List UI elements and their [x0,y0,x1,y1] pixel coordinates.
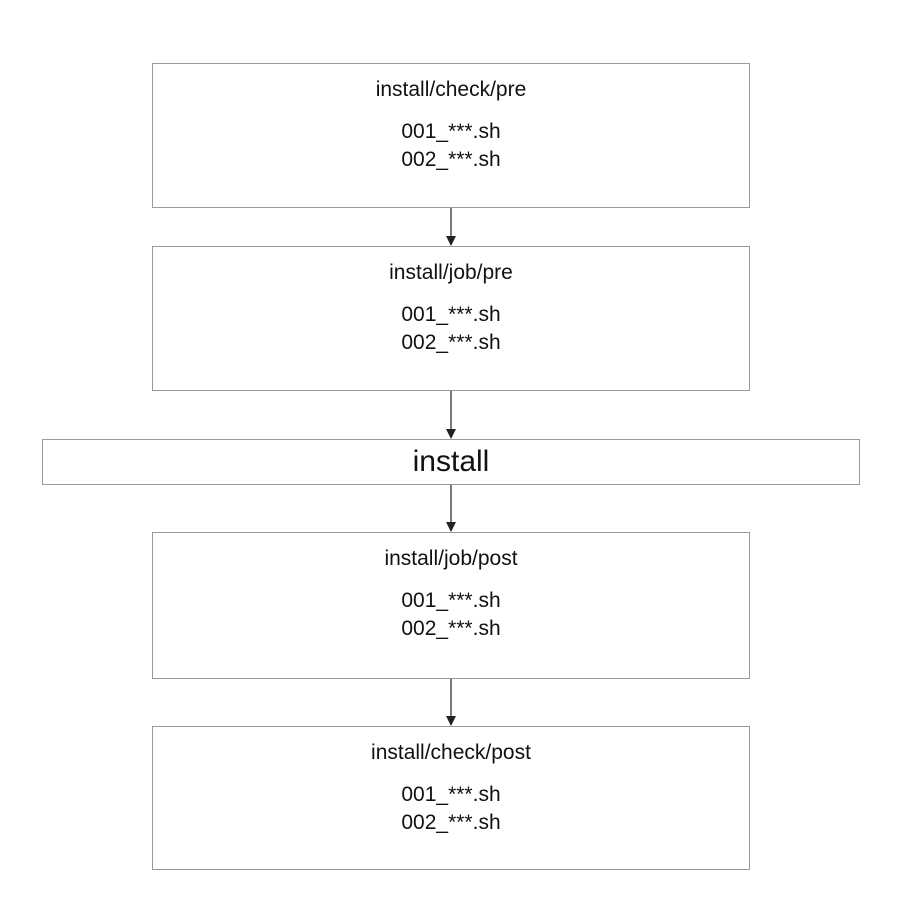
stage-box-check-post: install/check/post 001_***.sh 002_***.sh [152,726,750,870]
stage-file: 001_***.sh [401,120,501,143]
stage-file-list: 001_***.sh 002_***.sh [153,781,749,837]
install-step-label: install [412,445,490,478]
stage-title: install/job/pre [389,261,513,284]
stage-box-job-pre: install/job/pre 001_***.sh 002_***.sh [152,246,750,391]
stage-file: 001_***.sh [401,303,501,326]
stage-title: install/job/post [384,547,518,570]
stage-file: 001_***.sh [401,783,501,806]
stage-box-check-pre: install/check/pre 001_***.sh 002_***.sh [152,63,750,208]
stage-file: 002_***.sh [401,617,501,640]
install-step-banner: install [42,439,860,485]
stage-file: 001_***.sh [401,589,501,612]
stage-title: install/check/pre [375,78,527,101]
stage-file: 002_***.sh [401,148,501,171]
stage-file-list: 001_***.sh 002_***.sh [153,587,749,643]
stage-box-job-post: install/job/post 001_***.sh 002_***.sh [152,532,750,679]
stage-file: 002_***.sh [401,811,501,834]
stage-file-list: 001_***.sh 002_***.sh [153,118,749,174]
stage-file-list: 001_***.sh 002_***.sh [153,301,749,357]
stage-title: install/check/post [371,741,531,764]
stage-file: 002_***.sh [401,331,501,354]
